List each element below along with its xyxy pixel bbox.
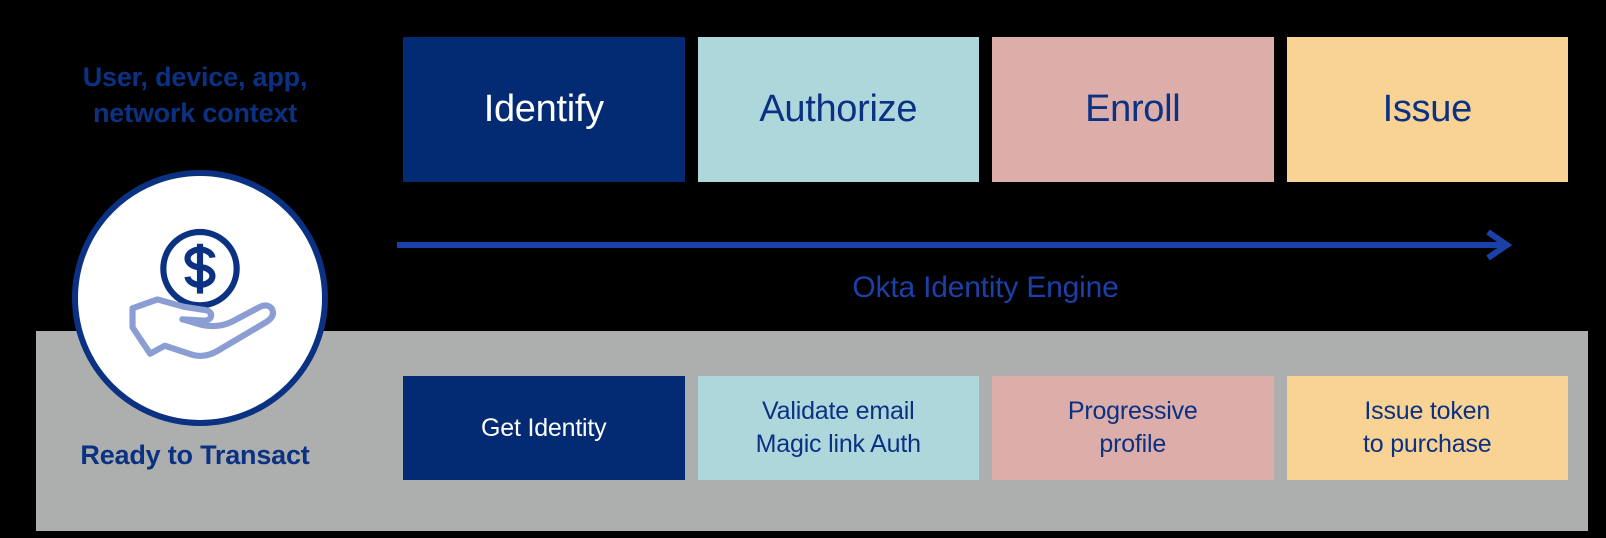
stage-box-identify[interactable]: Identify: [403, 37, 685, 182]
context-label: User, device, app,network context: [82, 62, 308, 128]
okta-identity-engine-arrow-icon: [397, 229, 1513, 261]
detail-text-identify: Get Identity: [481, 413, 607, 442]
hand-holding-dollar-coin-glyph: [129, 228, 277, 360]
stage-title-row: Identify Authorize Enroll Issue: [403, 37, 1568, 182]
stage-box-issue[interactable]: Issue: [1286, 37, 1568, 182]
okta-identity-engine-label: Okta Identity Engine: [852, 271, 1119, 304]
stage-title-enroll: Enroll: [1085, 88, 1181, 130]
stage-box-authorize[interactable]: Authorize: [697, 37, 979, 182]
detail-box-identify[interactable]: Get Identity: [403, 376, 685, 480]
hand-holding-dollar-coin-icon: [72, 170, 328, 426]
ready-to-transact-label: Ready to Transact: [80, 440, 310, 470]
stage-box-enroll[interactable]: Enroll: [992, 37, 1274, 182]
stage-title-authorize: Authorize: [759, 88, 918, 130]
stage-title-issue: Issue: [1382, 88, 1473, 130]
stage-title-identify: Identify: [483, 88, 604, 130]
